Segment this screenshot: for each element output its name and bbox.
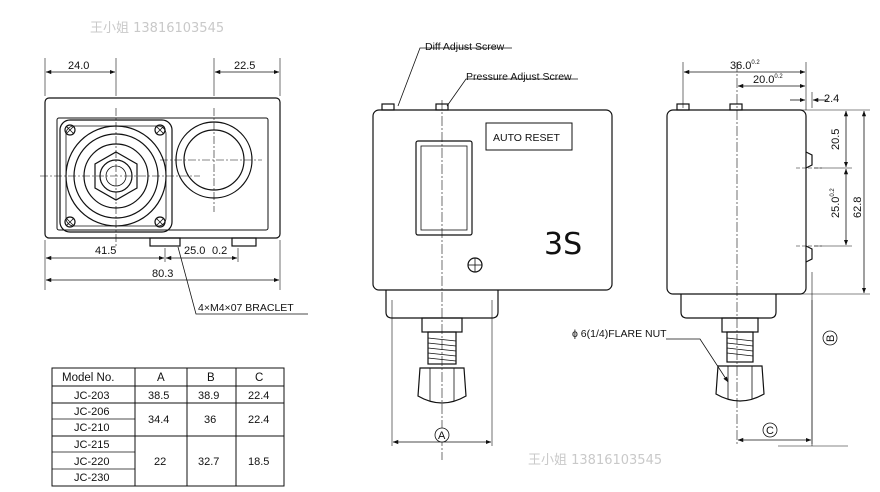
auto-reset-label: AUTO RESET	[493, 132, 560, 144]
marker-c: C	[766, 425, 774, 437]
watermark-top: 王小姐 13816103545	[90, 21, 224, 36]
dim-width-inner: 20.00.2	[753, 74, 783, 86]
table-model-3: JC-210	[74, 422, 109, 434]
dim-middle-tol: 0.2	[830, 188, 836, 197]
dim-bottom-b: 25.0	[184, 245, 205, 257]
table-g1-b: 38.9	[198, 390, 219, 402]
table-model-5: JC-220	[74, 456, 109, 468]
table-header-model: Model No.	[62, 372, 114, 384]
table-g2-b: 36	[204, 414, 216, 426]
table-g3-c: 18.5	[248, 456, 269, 468]
dim-bottom-a: 41.5	[95, 245, 116, 257]
table-header-c: C	[255, 372, 263, 384]
table-g3-a: 22	[154, 456, 166, 468]
dim-width-main-tol: 0.2	[751, 60, 760, 66]
marker-b: B	[825, 335, 837, 342]
table-g1-a: 38.5	[148, 390, 169, 402]
dim-width-inner-tol: 0.2	[774, 74, 783, 80]
table-model-6: JC-230	[74, 472, 109, 484]
pressure-adjust-label: Pressure Adjust Screw	[466, 71, 572, 83]
front-view	[40, 58, 308, 315]
dim-offset: 2.4	[824, 93, 839, 105]
dim-width-main: 36.00.2	[730, 60, 760, 72]
dim-top-left: 24.0	[68, 60, 89, 72]
table-model-4: JC-215	[74, 439, 109, 451]
table-model-2: JC-206	[74, 406, 109, 418]
dim-overall: 80.3	[152, 268, 173, 280]
model-table: Model No. A B C JC-203 JC-206 JC-210 JC-…	[51, 367, 285, 487]
marker-a: A	[438, 430, 446, 442]
dim-middle: 25.00.2	[830, 188, 842, 218]
model-mark-3s: 3S	[544, 227, 582, 262]
flare-nut-label: ϕ 6(1/4)FLARE NUT	[572, 328, 667, 340]
dim-top-right: 22.5	[234, 60, 255, 72]
dim-bottom-c: 0.2	[212, 245, 227, 257]
dim-upper: 20.5	[830, 129, 842, 150]
table-header-a: A	[157, 372, 165, 384]
table-g1-c: 22.4	[248, 390, 269, 402]
bracket-note: 4×M4×07 BRACLET	[198, 302, 294, 314]
watermark-bottom: 王小姐 13816103545	[528, 453, 662, 468]
table-g2-c: 22.4	[248, 414, 269, 426]
dim-height: 62.8	[852, 197, 864, 218]
diff-adjust-label: Diff Adjust Screw	[425, 41, 505, 53]
side-view	[372, 47, 613, 460]
end-view	[666, 62, 870, 447]
table-g2-a: 34.4	[148, 414, 169, 426]
table-g3-b: 32.7	[198, 456, 219, 468]
table-model-1: JC-203	[74, 390, 109, 402]
table-header-b: B	[207, 372, 215, 384]
